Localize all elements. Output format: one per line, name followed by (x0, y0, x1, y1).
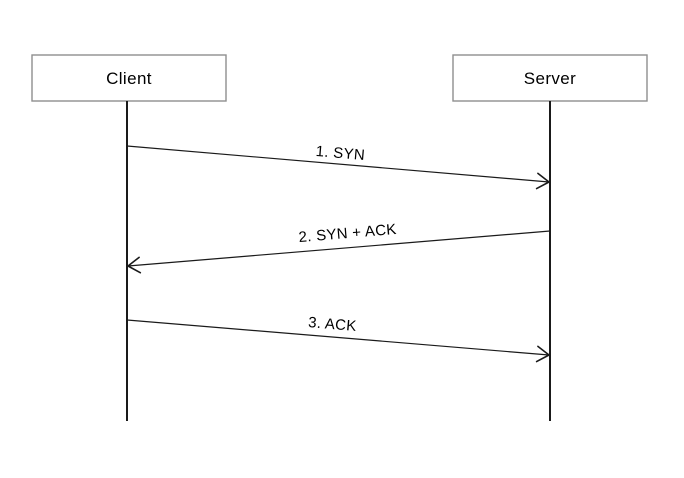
arrowhead-right-icon (535, 172, 550, 190)
message-ack-label: 3. ACK (308, 314, 358, 335)
arrowhead-right-icon (535, 345, 550, 363)
actor-box-client (31, 54, 227, 102)
arrowhead-left-icon (127, 256, 142, 274)
actor-server: Server (452, 54, 648, 421)
message-syn-ack-label: 2. SYN + ACK (298, 221, 397, 246)
actor-box-server (452, 54, 648, 102)
message-ack-line (126, 319, 550, 356)
actor-label-server: Server (524, 69, 576, 88)
actor-client: Client (31, 54, 227, 421)
actor-label-client: Client (106, 69, 152, 88)
message-syn-ack: 2. SYN + ACK (127, 221, 551, 274)
message-ack: 3. ACK (126, 314, 550, 363)
message-syn-ack-line (127, 230, 551, 267)
message-syn-line (126, 145, 550, 183)
message-syn: 1. SYN (126, 143, 550, 190)
message-syn-label: 1. SYN (315, 143, 366, 164)
